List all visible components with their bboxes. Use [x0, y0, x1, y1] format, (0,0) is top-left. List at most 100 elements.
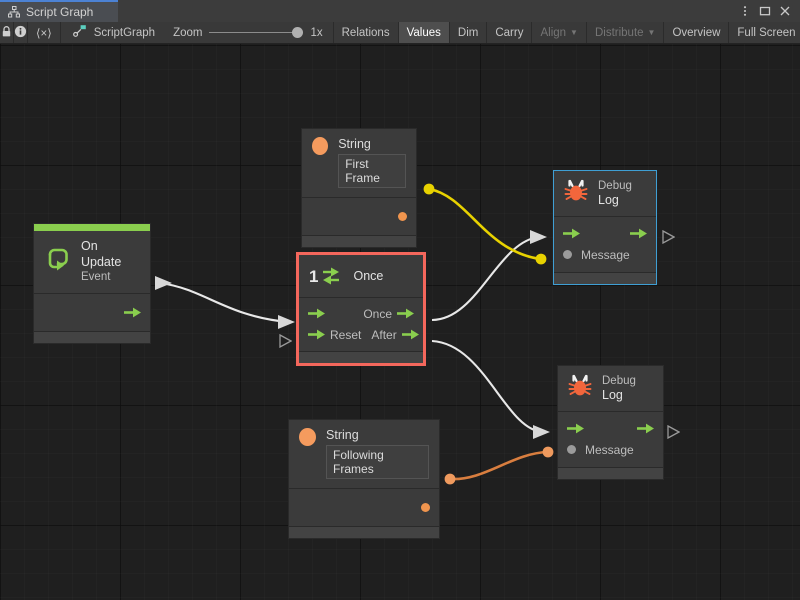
tab-label: Script Graph: [26, 5, 94, 19]
edge-endpoint-dot: [423, 183, 435, 195]
edge-string-first-to-message: [428, 187, 541, 261]
port-row-flow[interactable]: [554, 223, 656, 244]
edge-once-to-debug-top: [431, 235, 541, 322]
edge-endpoint-dot: [444, 473, 456, 485]
zoom-label: Zoom: [173, 26, 203, 39]
close-button[interactable]: [776, 2, 794, 20]
graph-name-label: ScriptGraph: [93, 26, 156, 39]
edge-after-to-debug-bottom: [431, 339, 544, 434]
edge-target-arrow: [278, 315, 295, 329]
flow-out-marker-icon[interactable]: [662, 230, 675, 244]
port-row-flow[interactable]: [558, 418, 663, 439]
port-label-reset-in: Reset: [330, 327, 362, 342]
window-tab-bar: Script Graph: [0, 0, 800, 22]
once-count-label: 1: [309, 266, 319, 286]
node-debug-log-bottom[interactable]: Debug Log: [557, 365, 664, 480]
node-once[interactable]: 1 Once: [296, 252, 426, 366]
port-row-value-out[interactable]: [289, 497, 439, 518]
window-controls: [736, 0, 800, 22]
port-row-message[interactable]: Message: [558, 439, 663, 460]
flow-out-arrow-icon[interactable]: [401, 329, 419, 340]
carry-button[interactable]: Carry: [487, 22, 533, 43]
node-debug-log-top[interactable]: Debug Log: [553, 170, 657, 285]
info-button[interactable]: [14, 22, 28, 43]
port-label-once-out: Once: [363, 306, 392, 321]
node-title: Once: [353, 269, 384, 283]
flow-in-arrow-icon[interactable]: [567, 423, 584, 434]
string-value-icon: [312, 137, 329, 155]
node-title-group: String First Frame: [338, 137, 406, 188]
maximize-button[interactable]: [756, 2, 774, 20]
node-header: String Following Frames: [289, 420, 439, 488]
node-header: String First Frame: [302, 129, 416, 197]
full-screen-button[interactable]: Full Screen: [729, 22, 800, 43]
node-title: String: [338, 137, 371, 151]
node-ports: Once Reset: [299, 297, 423, 351]
node-string-following-frames[interactable]: String Following Frames: [288, 419, 440, 539]
flow-in-arrow-icon[interactable]: [563, 228, 580, 239]
node-header: On Update Event: [34, 231, 150, 293]
node-title: Debug: [602, 374, 636, 387]
graph-canvas[interactable]: On Update Event: [0, 44, 800, 600]
node-ports: [34, 292, 150, 331]
flow-out-arrow-icon[interactable]: [637, 423, 654, 434]
port-row-reset-after[interactable]: Reset After: [299, 324, 423, 345]
dim-button[interactable]: Dim: [450, 22, 488, 43]
port-row-enter-once[interactable]: Once: [299, 303, 423, 324]
relations-button[interactable]: Relations: [334, 22, 399, 43]
tab-bar-filler: [118, 0, 736, 22]
on-update-event-icon: [44, 245, 72, 278]
port-row-trigger-out[interactable]: [34, 302, 150, 323]
message-in-port[interactable]: [563, 250, 572, 259]
bug-icon: [567, 373, 593, 404]
once-loop-icon: 1: [309, 264, 342, 288]
distribute-label: Distribute: [594, 26, 644, 39]
value-out-port[interactable]: [398, 212, 407, 221]
values-button[interactable]: Values: [398, 22, 450, 43]
port-label-message: Message: [581, 247, 630, 262]
tab-script-graph[interactable]: Script Graph: [0, 0, 118, 22]
edge-endpoint-dot: [542, 446, 554, 458]
flow-out-arrow-icon[interactable]: [397, 308, 414, 319]
port-row-message[interactable]: Message: [554, 244, 656, 265]
values-label: Values: [406, 26, 441, 39]
lock-toggle[interactable]: [0, 22, 14, 43]
zoom-control[interactable]: Zoom 1x: [163, 22, 334, 43]
script-graph-icon: [72, 24, 87, 41]
string-value-input[interactable]: First Frame: [338, 154, 406, 188]
node-title: On Update: [81, 239, 122, 269]
node-on-update[interactable]: On Update Event: [33, 223, 151, 344]
port-row-value-out[interactable]: [302, 206, 416, 227]
reset-port-marker-icon[interactable]: [279, 334, 292, 348]
code-brackets-icon: ⟨×⟩: [36, 27, 52, 40]
more-options-button[interactable]: [736, 2, 754, 20]
code-view-button[interactable]: ⟨×⟩: [28, 22, 61, 43]
value-out-port[interactable]: [421, 503, 430, 512]
flow-out-marker-icon[interactable]: [667, 425, 680, 439]
flow-out-arrow-icon[interactable]: [630, 228, 647, 239]
node-ports: [289, 488, 439, 526]
node-title-group: String Following Frames: [326, 428, 429, 479]
node-header: 1 Once: [299, 255, 423, 297]
node-string-first-frame[interactable]: String First Frame: [301, 128, 417, 248]
flow-out-arrow-icon[interactable]: [124, 307, 141, 318]
bug-icon: [563, 178, 589, 209]
flow-in-arrow-icon[interactable]: [308, 308, 325, 319]
node-title: String: [326, 428, 359, 442]
flow-in-arrow-icon[interactable]: [308, 329, 325, 340]
graph-breadcrumb[interactable]: ScriptGraph: [61, 22, 163, 43]
node-footer: [554, 272, 656, 284]
zoom-slider[interactable]: [209, 27, 304, 38]
port-label-after-out: After: [371, 327, 397, 342]
chevron-down-icon: ▼: [570, 27, 578, 37]
zoom-slider-handle[interactable]: [292, 27, 304, 38]
overview-button[interactable]: Overview: [664, 22, 730, 43]
distribute-dropdown[interactable]: Distribute ▼: [587, 22, 665, 43]
node-subtitle: Log: [598, 192, 619, 207]
align-dropdown[interactable]: Align ▼: [532, 22, 587, 43]
string-value-input[interactable]: Following Frames: [326, 445, 429, 479]
message-in-port[interactable]: [567, 445, 576, 454]
node-title-group: Debug Log: [602, 374, 636, 404]
edge-target-arrow: [533, 425, 550, 439]
